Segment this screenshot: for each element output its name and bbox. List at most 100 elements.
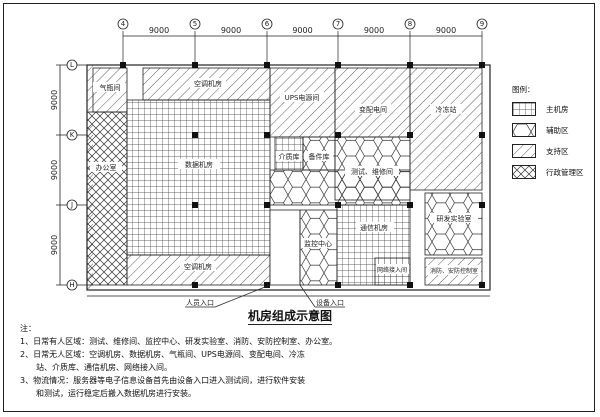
grid-pattern-icon	[512, 102, 536, 116]
structural-column	[407, 62, 413, 68]
label-ac-bottom: 空调机房	[184, 262, 212, 271]
row-dimension: 9000	[50, 160, 59, 180]
entrances: 人员入口 设备入口	[87, 284, 490, 308]
row-axis-label: L	[70, 61, 74, 69]
column-axis-bubble	[189, 18, 201, 30]
row-axis-bubble	[66, 129, 78, 141]
room-office	[86, 111, 128, 286]
note-3: 3、物流情况：服务器等电子信息设备首先由设备入口进入测试间，进行软件安装	[20, 376, 306, 385]
room-lab	[424, 192, 483, 256]
structural-column	[335, 202, 341, 208]
room-data	[126, 99, 271, 256]
structural-column	[479, 282, 485, 288]
column-axis-bubble	[476, 18, 488, 30]
room-power	[334, 67, 411, 138]
column-axis-label: 6	[265, 20, 270, 28]
note-2: 2、日常无人区域：空调机房、数据机房、气瓶间、UPS电源间、变配电间、冷冻	[20, 350, 305, 359]
label-spare: 备件库	[309, 152, 330, 161]
label-media: 介质库	[279, 152, 300, 161]
structural-column	[264, 62, 270, 68]
structural-column	[479, 202, 485, 208]
label-gas: 气瓶间	[100, 83, 121, 92]
structural-column	[264, 202, 270, 208]
column-dimension: 9000	[436, 26, 456, 35]
column-axis-label: 8	[408, 20, 412, 28]
label-ups: UPS电源间	[285, 93, 320, 102]
label-network: 网络接入间	[377, 266, 407, 274]
column-dimension: 9000	[149, 26, 169, 35]
row-axis-bubble	[66, 59, 78, 71]
column-axis-label: 5	[193, 20, 197, 28]
row-axis-label: K	[70, 131, 75, 139]
note-2-cont: 站、介质库、通信机房、网络接入间。	[36, 363, 172, 372]
structural-column	[407, 202, 413, 208]
note-3-cont: 和测试，运行稳定后搬入数据机房进行安装。	[36, 389, 196, 398]
structural-column	[335, 132, 341, 138]
label-data: 数据机房	[185, 160, 213, 169]
drawing-frame	[3, 3, 595, 412]
structural-column	[479, 132, 485, 138]
row-dimension: 9000	[50, 235, 59, 255]
structural-column	[479, 62, 485, 68]
label-chiller: 冷冻站	[436, 105, 457, 114]
diagram-title: 机房组成示意图	[247, 309, 332, 325]
label-monitor: 监控中心	[304, 239, 332, 248]
legend: 图例： 主机房 辅助区 支持区 行政管理区	[512, 84, 584, 179]
room-labels: 气瓶间 办公室 空调机房 数据机房 空调机房 UPS电源间 变配电间 冷冻站 介…	[90, 78, 481, 275]
legend-item-auxiliary: 辅助区	[512, 123, 584, 137]
structural-column	[192, 132, 198, 138]
column-dimension: 9000	[292, 26, 312, 35]
legend-item-main-room: 主机房	[512, 102, 584, 116]
row-axis-bubble	[66, 199, 78, 211]
column-axis-label: 7	[336, 20, 340, 28]
column-dimension: 9000	[364, 26, 384, 35]
column-axis-bubble	[261, 18, 273, 30]
label-ac-top: 空调机房	[194, 79, 222, 88]
room-chiller	[409, 67, 483, 191]
column-axis-label: 9	[480, 20, 484, 28]
column-dimensions: 4 9000 5 9000 6 9000 7 9000 8 9000 9	[117, 18, 488, 62]
staff-entrance-label: 人员入口	[186, 299, 214, 307]
label-lab: 研发实验室	[437, 214, 472, 223]
row-dimension: 9000	[50, 90, 59, 110]
column-axis-bubble	[117, 18, 129, 30]
structural-column	[264, 282, 270, 288]
structural-column	[407, 132, 413, 138]
label-test: 测试、维修间	[351, 167, 393, 176]
label-comm: 通信机房	[360, 223, 388, 232]
label-office: 办公室	[96, 163, 117, 172]
equipment-entrance-label: 设备入口	[316, 298, 344, 307]
structural-column	[192, 202, 198, 208]
crosshatch-pattern-icon	[512, 165, 536, 179]
notes: 注： 1、日常有人区域：测试、维修间、监控中心、研发实验室、消防、安防控制室、办…	[20, 322, 337, 400]
legend-label: 辅助区	[546, 125, 569, 135]
column-dimension: 9000	[221, 26, 241, 35]
structural-column	[335, 282, 341, 288]
room-ups	[269, 67, 336, 138]
structural-column	[335, 62, 341, 68]
legend-item-support: 支持区	[512, 144, 584, 158]
structural-column	[120, 62, 126, 68]
row-axis-label: J	[70, 201, 73, 209]
structural-column	[264, 132, 270, 138]
column-axis-label: 4	[121, 20, 126, 28]
note-1: 1、日常有人区域：测试、维修间、监控中心、研发实验室、消防、安防控制室、办公室。	[20, 337, 338, 346]
legend-item-admin: 行政管理区	[512, 165, 584, 179]
structural-column	[192, 282, 198, 288]
label-fire: 消防、安防控制室	[430, 267, 478, 275]
row-axis-bubble	[66, 279, 78, 291]
legend-label: 主机房	[546, 104, 569, 114]
row-axis-label: H	[69, 281, 74, 289]
legend-label: 行政管理区	[546, 167, 584, 177]
diagonal-pattern-icon	[512, 144, 536, 158]
structural-column	[407, 282, 413, 288]
structural-column	[192, 62, 198, 68]
legend-label: 支持区	[546, 146, 569, 156]
column-axis-bubble	[404, 18, 416, 30]
legend-title: 图例：	[512, 85, 535, 94]
column-axis-bubble	[332, 18, 344, 30]
notes-heading: 注：	[20, 324, 36, 333]
label-power: 变配电间	[359, 105, 387, 114]
